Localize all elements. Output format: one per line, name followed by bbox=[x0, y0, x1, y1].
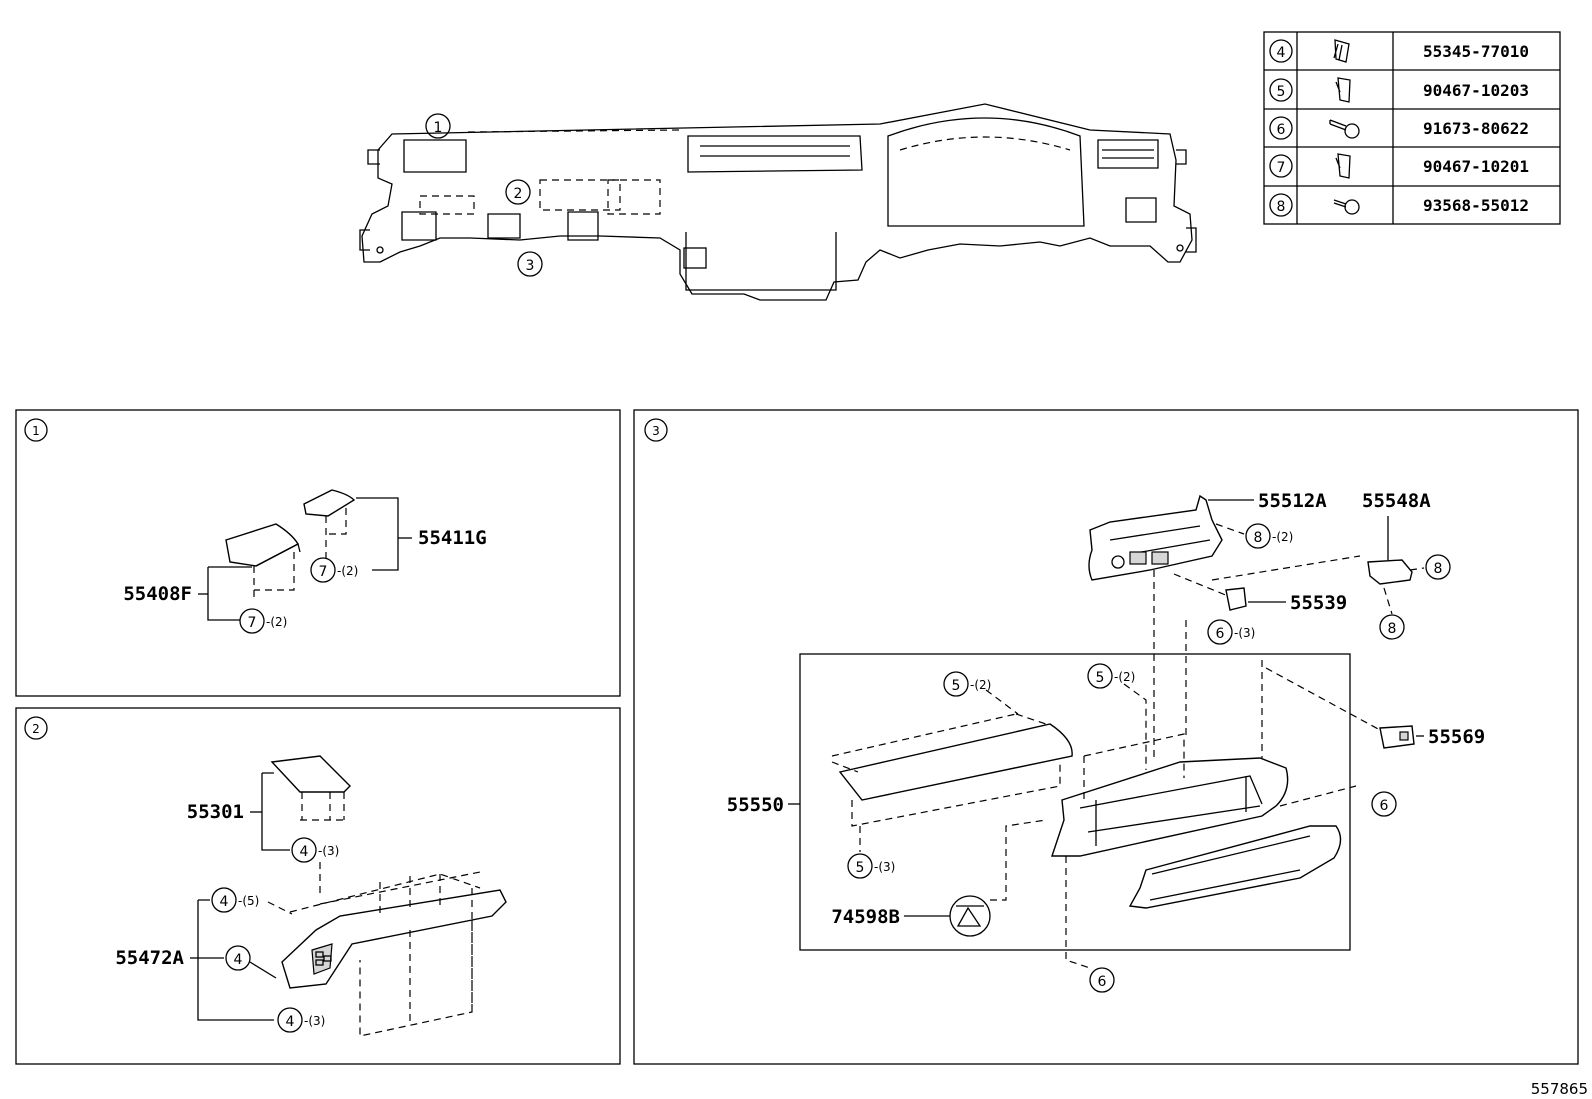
table-row: 7 90467-10201 bbox=[1269, 153, 1529, 179]
quantity-label: -(2) bbox=[970, 678, 991, 692]
part-label-55411G: 55411G bbox=[418, 527, 487, 549]
callout-8: 8 bbox=[1388, 621, 1397, 637]
callout-6: 6 bbox=[1216, 626, 1225, 642]
panel-label: 3 bbox=[652, 424, 660, 438]
quantity-label: -(2) bbox=[1114, 670, 1135, 684]
fastener-table: 4 55345-77010 5 90467-10203 6 91673-8062… bbox=[1263, 31, 1561, 225]
callout-2: 2 bbox=[514, 186, 523, 202]
part-55408F-shape bbox=[225, 523, 301, 567]
part-55539-shape bbox=[1225, 587, 1247, 611]
part-55472A-shape bbox=[281, 889, 507, 989]
table-row: 6 91673-80622 bbox=[1269, 116, 1529, 140]
warning-label-icon bbox=[949, 895, 991, 937]
ref-number: 5 bbox=[1277, 84, 1286, 100]
bolt-icon bbox=[1329, 119, 1360, 139]
quantity-label: -(2) bbox=[337, 564, 358, 578]
callout-4: 4 bbox=[234, 952, 243, 968]
part-label-55548A: 55548A bbox=[1362, 490, 1431, 512]
callout-5: 5 bbox=[856, 860, 865, 876]
part-55301-shape bbox=[270, 755, 351, 793]
table-row: 4 55345-77010 bbox=[1269, 39, 1529, 63]
quantity-label: -(2) bbox=[266, 615, 287, 629]
panel-label: 1 bbox=[32, 424, 40, 438]
part-number: 55345-77010 bbox=[1423, 42, 1529, 61]
callout-6: 6 bbox=[1098, 974, 1107, 990]
table-row: 5 90467-10203 bbox=[1269, 77, 1529, 103]
clip-icon bbox=[1333, 39, 1350, 63]
panel-2: 2 55301 4 -(3) 55472A 4 -(5) 4 4 bbox=[15, 707, 621, 1065]
part-number: 93568-55012 bbox=[1423, 196, 1529, 215]
part-label-74598B: 74598B bbox=[831, 906, 900, 928]
callout-7: 7 bbox=[248, 615, 257, 631]
nut-clip-icon bbox=[1335, 153, 1351, 179]
glove-box-assembly-frame bbox=[799, 653, 1351, 951]
glove-box-tray-shape bbox=[1051, 757, 1289, 857]
callout-7: 7 bbox=[319, 564, 328, 580]
callout-4: 4 bbox=[220, 894, 229, 910]
ref-number: 7 bbox=[1277, 160, 1286, 176]
callout-6: 6 bbox=[1380, 798, 1389, 814]
panel-1: 1 55408F 7 -(2) 55411G 7 -(2) bbox=[15, 409, 621, 697]
part-number: 90467-10203 bbox=[1423, 81, 1529, 100]
part-label-55512A: 55512A bbox=[1258, 490, 1327, 512]
part-number: 90467-10201 bbox=[1423, 157, 1529, 176]
part-55569-shape bbox=[1379, 725, 1415, 749]
screw-icon bbox=[1333, 199, 1360, 215]
table-row: 8 93568-55012 bbox=[1269, 193, 1529, 217]
part-label-55301: 55301 bbox=[187, 801, 244, 823]
glove-box-door-shape bbox=[838, 723, 1073, 801]
part-label-55539: 55539 bbox=[1290, 592, 1347, 614]
callout-1: 1 bbox=[434, 120, 443, 136]
ref-number: 6 bbox=[1277, 122, 1286, 138]
panel-3: 3 55512A 8 -(2) 55548A 8 8 bbox=[633, 409, 1579, 1065]
callout-4: 4 bbox=[300, 844, 309, 860]
quantity-label: -(5) bbox=[238, 894, 259, 908]
quantity-label: -(3) bbox=[1234, 626, 1255, 640]
quantity-label: -(3) bbox=[318, 844, 339, 858]
ref-number: 8 bbox=[1277, 199, 1286, 215]
quantity-label: -(3) bbox=[874, 860, 895, 874]
dashboard-overview: 1 2 3 bbox=[359, 103, 1197, 301]
glove-box-lid-shape bbox=[1128, 825, 1342, 909]
diagram-id: 557865 bbox=[1531, 1080, 1588, 1098]
callout-3: 3 bbox=[526, 258, 535, 274]
part-55411G-shape bbox=[303, 489, 356, 517]
part-number: 91673-80622 bbox=[1423, 119, 1529, 138]
nut-clip-icon bbox=[1335, 77, 1351, 103]
callout-8: 8 bbox=[1254, 530, 1263, 546]
panel-label: 2 bbox=[32, 722, 40, 736]
callout-4: 4 bbox=[286, 1014, 295, 1030]
part-label-55569: 55569 bbox=[1428, 726, 1485, 748]
quantity-label: -(2) bbox=[1272, 530, 1293, 544]
quantity-label: -(3) bbox=[304, 1014, 325, 1028]
part-label-55472A: 55472A bbox=[115, 947, 184, 969]
part-55512A-shape bbox=[1088, 494, 1223, 581]
callout-8: 8 bbox=[1434, 561, 1443, 577]
part-55548A-shape bbox=[1367, 559, 1413, 585]
part-label-55408F: 55408F bbox=[123, 583, 192, 605]
ref-number: 4 bbox=[1277, 45, 1286, 61]
callout-5: 5 bbox=[1096, 670, 1105, 686]
callout-5: 5 bbox=[952, 678, 961, 694]
part-label-55550: 55550 bbox=[727, 794, 784, 816]
